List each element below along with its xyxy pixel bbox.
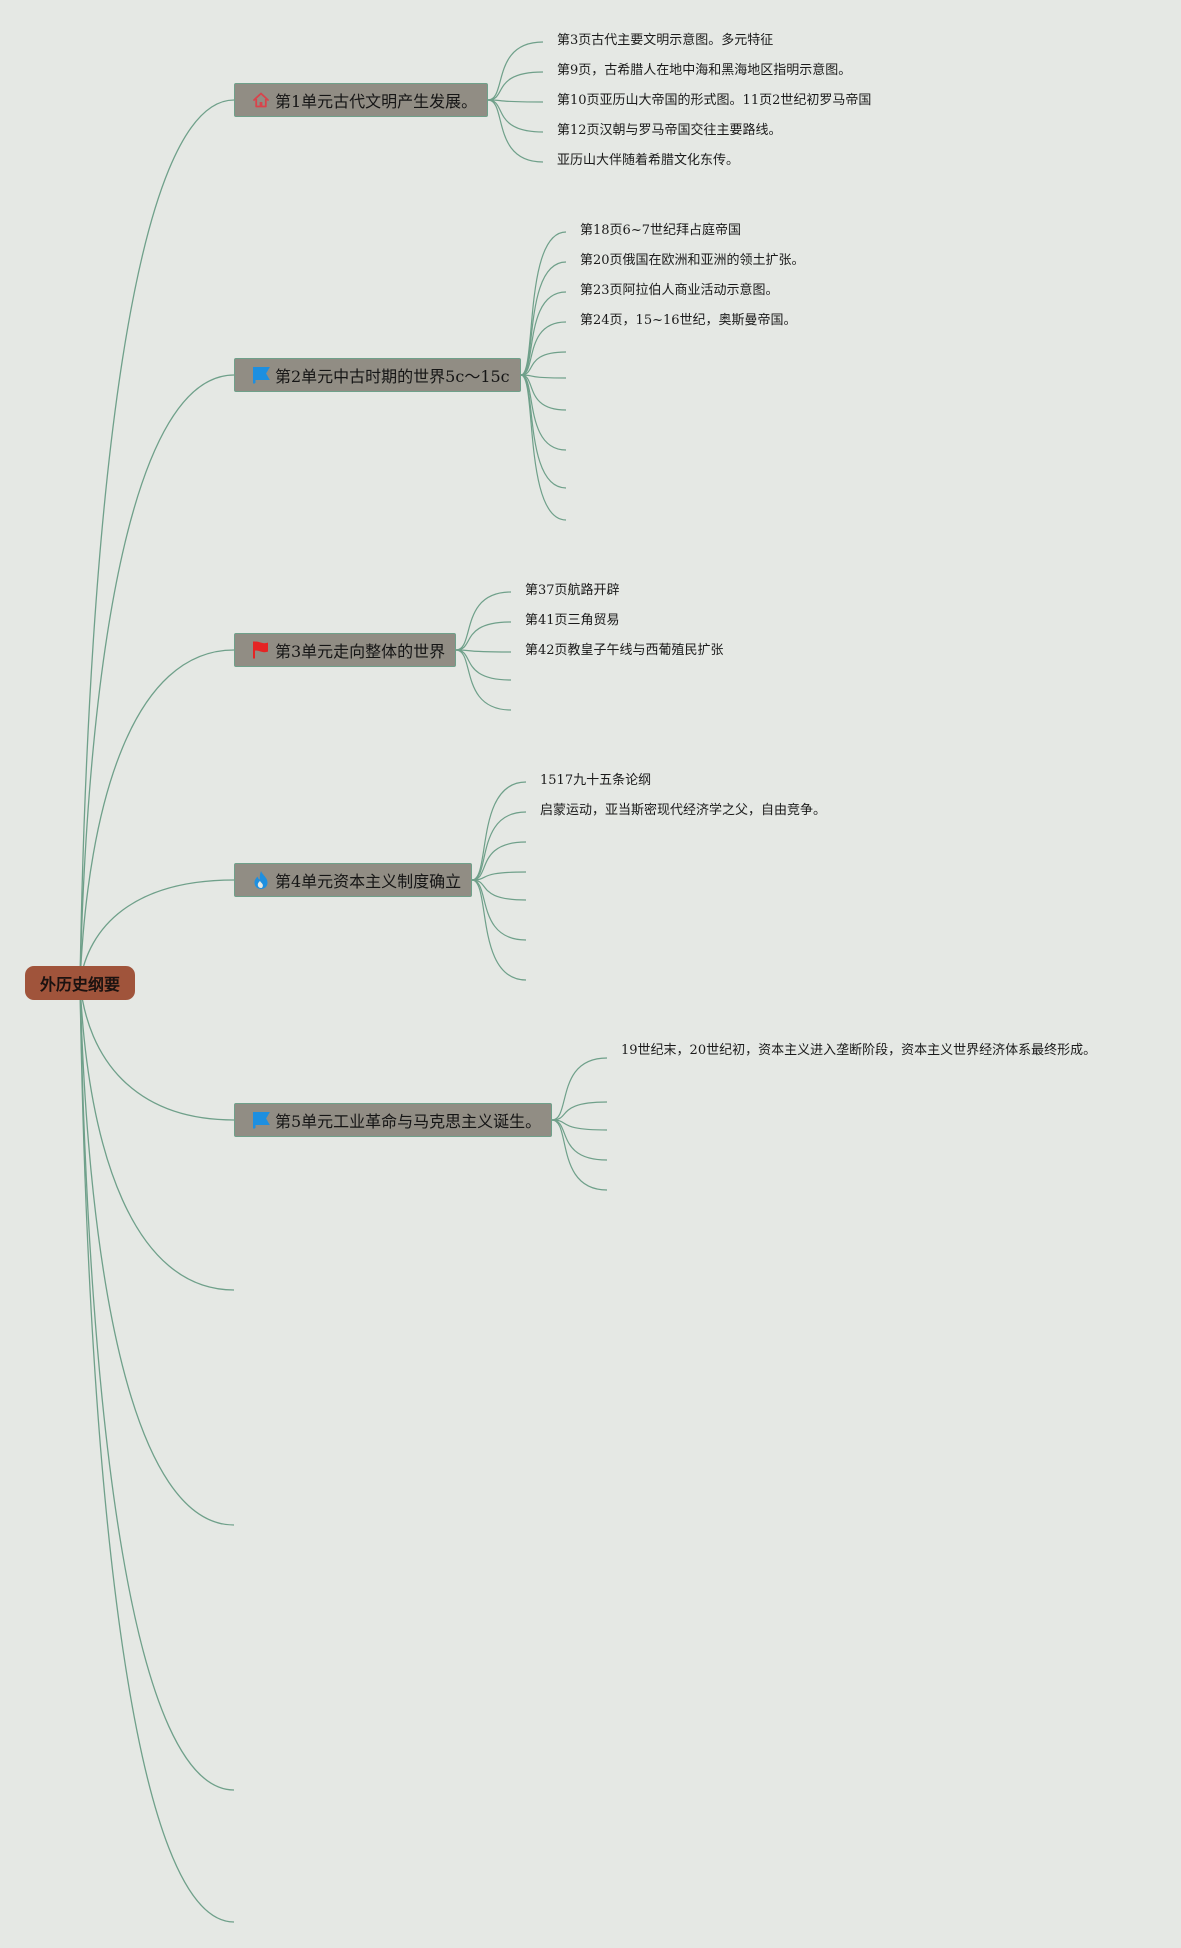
red-flag-icon (251, 640, 271, 660)
connector-line (520, 291, 567, 376)
connector-line (520, 374, 567, 379)
connector-line (520, 321, 567, 376)
leaf-text[interactable]: 第24页，15~16世纪，奥斯曼帝国。 (580, 313, 797, 328)
topic-unit-5[interactable]: 第5单元工业革命与马克思主义诞生。 (234, 1103, 553, 1137)
blue-flag-icon (251, 365, 271, 385)
leaf-text[interactable]: 19世纪末，20世纪初，资本主义进入垄断阶段，资本主义世界经济体系最终形成。 (621, 1043, 1097, 1058)
topic-label: 第5单元工业革命与马克思主义诞生。 (275, 1112, 542, 1131)
leaf-text[interactable]: 第3页古代主要文明示意图。多元特征 (557, 33, 774, 48)
connector-line (520, 374, 567, 521)
connector-line (79, 982, 235, 1121)
connector-line (551, 1119, 608, 1131)
connector-line (79, 982, 235, 1791)
connector-line (79, 982, 235, 1291)
topic-label: 第4单元资本主义制度确立 (275, 872, 462, 891)
leaf-text[interactable]: 第41页三角贸易 (525, 613, 620, 628)
topic-label: 第1单元古代文明产生发展。 (275, 92, 478, 111)
connector-line (455, 649, 512, 681)
connector-line (520, 261, 567, 376)
leaf-text[interactable]: 第12页汉朝与罗马帝国交往主要路线。 (557, 123, 782, 138)
connector-line (551, 1057, 608, 1121)
connector-line (79, 374, 235, 984)
leaf-text[interactable]: 第10页亚历山大帝国的形式图。11页2世纪初罗马帝国 (557, 93, 872, 108)
leaf-text[interactable]: 1517九十五条论纲 (540, 773, 652, 788)
root-node[interactable]: 外历史纲要 (25, 966, 135, 1000)
connector-line (79, 982, 235, 1923)
connector-line (471, 879, 527, 901)
leaf-text[interactable]: 第20页俄国在欧洲和亚洲的领土扩张。 (580, 253, 805, 268)
blue-flag-icon (251, 1110, 271, 1130)
connector-line (487, 41, 544, 101)
connector-line (471, 841, 527, 881)
connector-line (455, 649, 512, 653)
connector-line (79, 982, 235, 1526)
connector-line (551, 1119, 608, 1161)
leaf-text[interactable]: 第23页阿拉伯人商业活动示意图。 (580, 283, 779, 298)
leaf-text[interactable]: 启蒙运动，亚当斯密现代经济学之父，自由竞争。 (540, 803, 827, 818)
topic-unit-1[interactable]: 第1单元古代文明产生发展。 (234, 83, 489, 117)
connector-line (487, 71, 544, 101)
connector-line (471, 811, 527, 881)
topic-unit-3[interactable]: 第3单元走向整体的世界 (234, 633, 457, 667)
topic-label: 第3单元走向整体的世界 (275, 642, 446, 661)
leaf-text[interactable]: 第42页教皇子午线与西葡殖民扩张 (525, 643, 724, 658)
home-icon (251, 90, 271, 110)
connector-line (455, 591, 512, 651)
flame-icon (251, 870, 271, 890)
topic-unit-4[interactable]: 第4单元资本主义制度确立 (234, 863, 473, 897)
connector-line (471, 781, 527, 881)
connector-line (487, 99, 544, 133)
connector-line (471, 879, 527, 941)
connector-line (487, 99, 544, 103)
leaf-text[interactable]: 第37页航路开辟 (525, 583, 620, 598)
connector-line (520, 374, 567, 411)
connector-line (520, 351, 567, 376)
leaf-text[interactable]: 第18页6~7世纪拜占庭帝国 (580, 223, 741, 238)
leaf-text[interactable]: 亚历山大伴随着希腊文化东传。 (557, 153, 740, 168)
connector-line (455, 649, 512, 711)
topic-unit-2[interactable]: 第2单元中古时期的世界5c～15c (234, 358, 521, 392)
leaf-text[interactable]: 第9页，古希腊人在地中海和黑海地区指明示意图。 (557, 63, 852, 78)
connector-line (471, 871, 527, 881)
connector-line (471, 879, 527, 981)
connector-line (551, 1101, 608, 1121)
topic-label: 第2单元中古时期的世界5c～15c (275, 367, 510, 386)
connector-line (487, 99, 544, 163)
connector-line (551, 1119, 608, 1191)
connector-line (79, 879, 235, 984)
connector-line (455, 621, 512, 651)
connector-line (79, 649, 235, 984)
connector-line (79, 99, 235, 984)
root-label: 外历史纲要 (39, 975, 120, 994)
